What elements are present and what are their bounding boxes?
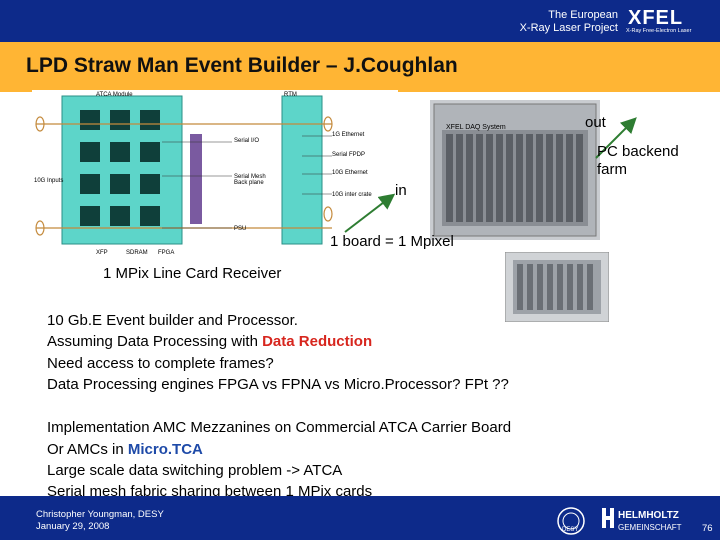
body-line-3: Need access to complete frames? (47, 355, 274, 372)
diagram-label-1g-ethernet: 1G Ethernet (332, 132, 365, 138)
desy-logo-icon (557, 507, 585, 535)
rtm-board (281, 95, 323, 245)
footer-bar (0, 496, 720, 540)
diagram-label-serial-fpdp: Serial FPDP (332, 152, 366, 158)
label-board-pixel: 1 board = 1 Mpixel (330, 233, 454, 250)
diagram-label-atca: ATCA Module (96, 92, 133, 98)
header-bar (0, 0, 720, 42)
org-name-line2: X-Ray Laser Project (519, 22, 618, 34)
diagram-label-serial-mesh: Serial Mesh Back plane (234, 174, 266, 186)
backplane-connector (190, 134, 202, 224)
microtca-crate-image (505, 252, 609, 322)
diagram-label-10g-ethernet: 10G Ethernet (332, 170, 368, 176)
title-bar (0, 42, 720, 92)
body-line-1: 10 Gb.E Event builder and Processor. (47, 312, 298, 329)
label-out: out (585, 114, 606, 131)
helmholtz-line1: HELMHOLTZ (618, 510, 679, 521)
diagram-caption: 1 MPix Line Card Receiver (103, 265, 282, 282)
xfel-logo-subtitle: X-Ray Free-Electron Laser (626, 28, 692, 34)
atca-diagram-svg (35, 95, 333, 245)
body-line-4: Data Processing engines FPGA vs FPNA vs … (47, 376, 509, 393)
diagram-label-xfp: XFP (96, 250, 108, 256)
label-leaders (162, 135, 332, 229)
daq-crate-image (430, 100, 600, 240)
slide-title: LPD Straw Man Event Builder – J.Coughlan (26, 54, 458, 77)
body-line-5: Implementation AMC Mezzanines on Commerc… (47, 419, 512, 436)
diagram-label-psu: PSU (234, 226, 247, 232)
atca-module-diagram: ATCA Module RTM Serial I/O 10G Inputs Se… (32, 90, 398, 258)
diagram-label-10g-inputs: 10G Inputs (34, 178, 64, 184)
diagram-label-rtm: RTM (284, 92, 297, 98)
body-line-2-prefix: Assuming Data Processing with (47, 333, 263, 350)
body-line-6-prefix: Or AMCs in (47, 441, 128, 458)
org-name-line1: The European (548, 9, 618, 21)
label-pc-backend: PC backend farm (597, 143, 679, 178)
fpga-chips (80, 110, 160, 226)
diagram-label-sdram: SDRAM (126, 250, 148, 256)
desy-logo-text: DESY (562, 527, 579, 533)
helmholtz-line2: GEMEINSCHAFT (618, 523, 682, 532)
helmholtz-logo-icon (602, 508, 614, 528)
body-line-8: Serial mesh fabric sharing between 1 MPi… (47, 483, 373, 500)
footer-author: Christopher Youngman, DESY (36, 509, 164, 520)
body-line-7: Large scale data switching problem -> AT… (47, 462, 343, 479)
label-in: in (395, 182, 407, 199)
body-line-2: Assuming Data Processing with Data Reduc… (47, 333, 372, 350)
xfel-logo: XFEL (628, 7, 684, 29)
body-line-6: Or AMCs in Micro.TCA (47, 441, 203, 458)
microtca-highlight: Micro.TCA (127, 441, 203, 458)
page-number: 76 (702, 523, 713, 534)
diagram-label-serial-io: Serial I/O (234, 138, 260, 144)
footer-date: January 29, 2008 (36, 521, 110, 532)
diagram-label-10g-inter-crate: 10G inter crate (332, 192, 372, 198)
data-reduction-highlight: Data Reduction (262, 333, 373, 350)
crate-label: XFEL DAQ System (446, 124, 506, 131)
diagram-label-fpga: FPGA (158, 250, 175, 256)
